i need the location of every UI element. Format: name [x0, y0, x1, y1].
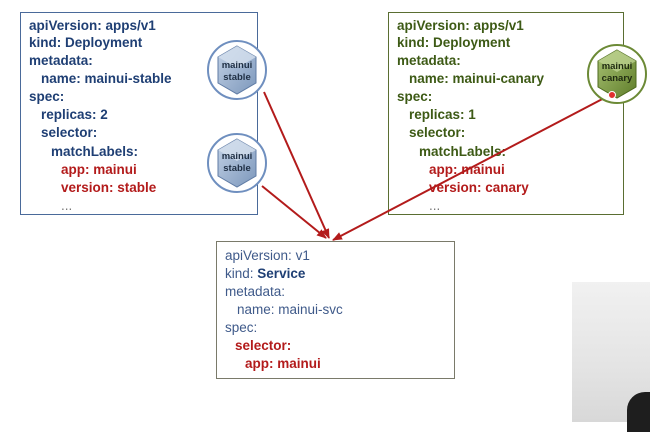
stable-api-version: apiVersion: apps/v1 [29, 18, 156, 33]
canary-ellipsis: ... [429, 198, 441, 213]
service-name: name: mainui-svc [237, 302, 343, 317]
canary-match-labels: matchLabels: [419, 144, 507, 159]
service-selector: selector: [235, 338, 292, 353]
service-spec: spec: [225, 320, 258, 335]
canary-app-label: app: mainui [429, 162, 505, 177]
stable-selector: selector: [41, 125, 98, 140]
canary-version-label: version: canary [429, 180, 529, 195]
stable-app-label: app: mainui [61, 162, 137, 177]
stable-match-labels: matchLabels: [51, 144, 139, 159]
service-kind: kind: Service [225, 265, 305, 282]
stable-ellipsis: ... [61, 198, 73, 213]
stable-metadata: metadata: [29, 53, 93, 68]
service-api-version-key: apiVersion: [225, 248, 292, 263]
arrow-stable-pod-1-to-service [263, 91, 330, 239]
canary-deployment-box: apiVersion: apps/v1 kind: Deployment met… [388, 12, 624, 215]
service-kind-value: Service [257, 266, 306, 281]
service-box: apiVersion: v1 kind: Service metadata: n… [216, 241, 455, 379]
stable-replicas: replicas: 2 [41, 107, 108, 122]
background-photo-shadow [627, 392, 650, 432]
service-metadata: metadata: [225, 284, 286, 299]
stable-version-label: version: stable [61, 180, 157, 195]
service-api-version: apiVersion: v1 [225, 247, 310, 264]
stable-spec: spec: [29, 89, 65, 104]
stable-name: name: mainui-stable [41, 71, 172, 86]
service-api-version-value: v1 [295, 248, 310, 263]
canary-kind: kind: Deployment [397, 35, 511, 50]
canary-api-version: apiVersion: apps/v1 [397, 18, 524, 33]
canary-replicas: replicas: 1 [409, 107, 476, 122]
canary-metadata: metadata: [397, 53, 461, 68]
service-kind-key: kind: [225, 266, 254, 281]
canary-name: name: mainui-canary [409, 71, 545, 86]
stable-kind: kind: Deployment [29, 35, 143, 50]
service-app-label: app: mainui [245, 356, 321, 371]
canary-selector: selector: [409, 125, 466, 140]
arrow-stable-pod-2-to-service [261, 185, 327, 239]
stable-deployment-box: apiVersion: apps/v1 kind: Deployment met… [20, 12, 258, 215]
canary-spec: spec: [397, 89, 433, 104]
